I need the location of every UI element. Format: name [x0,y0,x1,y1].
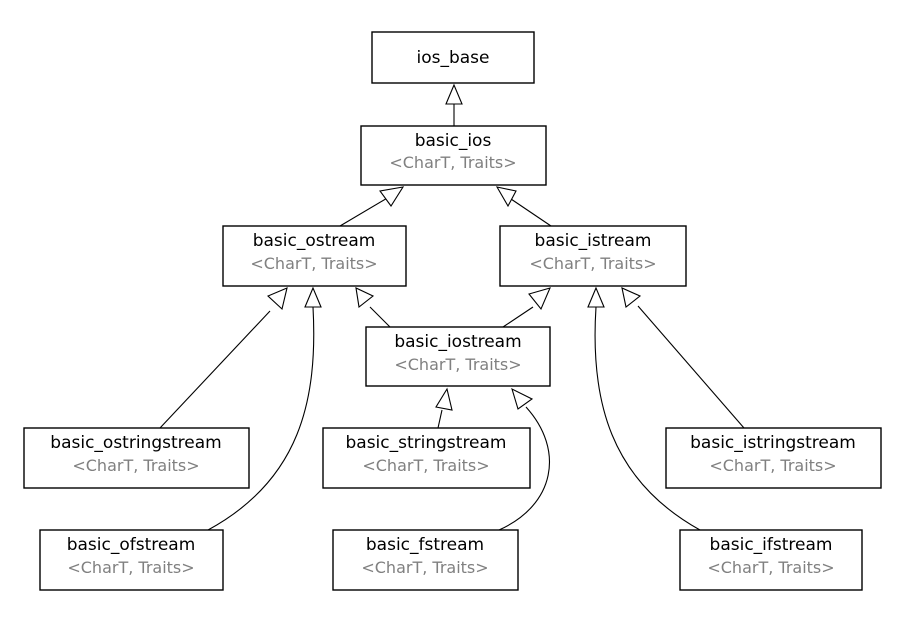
node-template-params: <CharT, Traits> [250,254,377,273]
node-basic-fstream[interactable]: basic_fstream <CharT, Traits> [332,529,519,591]
node-basic-istream[interactable]: basic_istream <CharT, Traits> [499,225,687,287]
node-template-params: <CharT, Traits> [709,456,836,475]
node-template-params: <CharT, Traits> [707,558,834,577]
arrowhead-basic-ios-left [379,186,405,207]
arrowhead-basic-istream-from-istringstream [621,287,642,308]
node-template-params: <CharT, Traits> [362,456,489,475]
node-ios-base[interactable]: ios_base [371,31,535,84]
arrowhead-basic-iostream-from-stringstream [435,387,453,411]
inheritance-edges [159,100,745,531]
edge-basic-ostream-to-basic-ios [339,196,390,227]
arrowhead-basic-ios-right [495,186,517,208]
arrowhead-basic-ostream-from-ofstream [304,286,322,308]
node-basic-iostream[interactable]: basic_iostream <CharT, Traits> [365,326,551,387]
node-name: basic_fstream [366,535,484,555]
arrowhead-basic-istream-from-ifstream [587,286,605,308]
arrowhead-basic-istream-from-iostream [528,287,551,311]
edge-basic-ostringstream-to-basic-ostream [159,310,271,429]
node-name: basic_ostringstream [50,433,221,453]
arrowhead-ios-base [445,83,463,105]
arrowhead-basic-ostream-from-ostringstream [267,287,288,311]
arrowhead-basic-ostream-from-iostream [355,287,375,309]
arrowhead-basic-iostream-from-fstream [511,387,534,410]
node-name: basic_iostream [394,332,521,352]
node-basic-ostringstream[interactable]: basic_ostringstream <CharT, Traits> [23,427,250,489]
node-basic-ios[interactable]: basic_ios <CharT, Traits> [360,125,547,186]
node-name: basic_istream [535,231,652,251]
node-basic-ostream[interactable]: basic_ostream <CharT, Traits> [222,225,407,287]
edge-basic-stringstream-to-basic-iostream [437,409,443,429]
node-name: basic_ios [415,131,492,151]
node-template-params: <CharT, Traits> [389,153,516,172]
node-template-params: <CharT, Traits> [529,254,656,273]
node-basic-ifstream[interactable]: basic_ifstream <CharT, Traits> [679,529,863,591]
node-basic-ofstream[interactable]: basic_ofstream <CharT, Traits> [39,529,224,591]
edge-basic-istringstream-to-basic-istream [637,305,745,429]
edge-basic-fstream-to-basic-iostream [498,406,550,531]
node-template-params: <CharT, Traits> [361,558,488,577]
edge-basic-ifstream-to-basic-istream [594,306,701,531]
edge-basic-iostream-to-basic-istream [502,306,534,328]
node-name: basic_ostream [253,231,376,251]
node-name: basic_ofstream [67,535,196,555]
edge-basic-istream-to-basic-ios [510,198,552,227]
inheritance-arrowheads [267,83,642,411]
node-name: basic_ifstream [710,535,833,555]
node-template-params: <CharT, Traits> [394,355,521,374]
edge-basic-ofstream-to-basic-ostream [207,306,315,531]
edge-basic-iostream-to-basic-ostream [369,306,391,328]
node-template-params: <CharT, Traits> [72,456,199,475]
node-name: ios_base [416,48,489,68]
node-basic-istringstream[interactable]: basic_istringstream <CharT, Traits> [665,427,882,489]
node-template-params: <CharT, Traits> [67,558,194,577]
node-basic-stringstream[interactable]: basic_stringstream <CharT, Traits> [322,427,531,489]
node-name: basic_stringstream [345,433,506,453]
node-name: basic_istringstream [690,433,856,453]
